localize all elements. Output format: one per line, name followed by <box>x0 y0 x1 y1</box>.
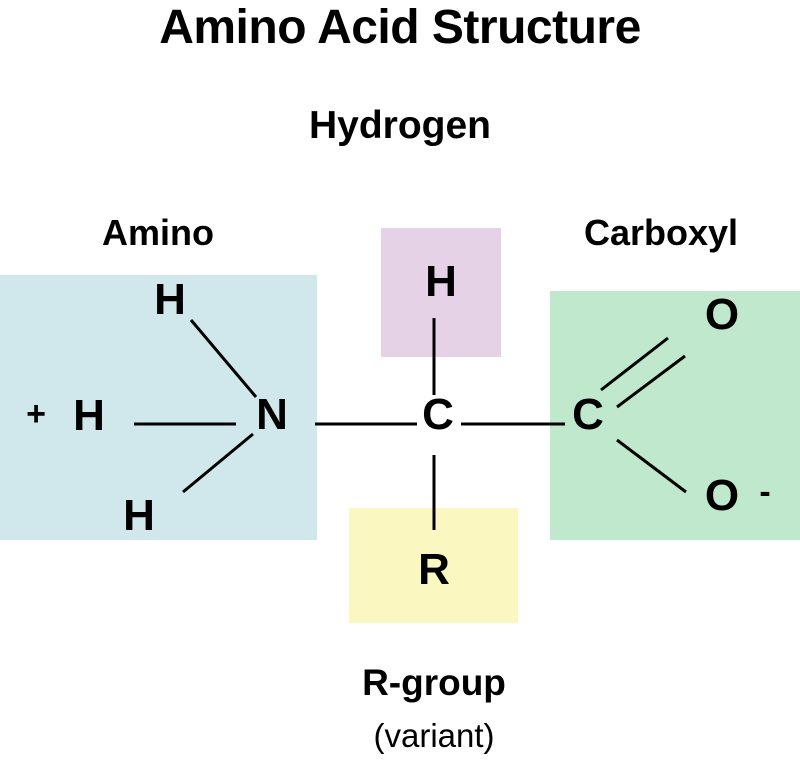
atom-label-hydrogen-alpha: H <box>425 257 457 306</box>
atom-label-nitrogen: N <box>256 390 288 439</box>
atom-label-carboxyl-carbon: C <box>572 390 604 439</box>
atom-label-hydrogen-amino-top: H <box>154 275 186 324</box>
atom-label-hydrogen-amino-bottom: H <box>123 491 155 540</box>
hydrogen-group-panel <box>381 228 501 357</box>
page-title: Amino Acid Structure <box>159 1 641 54</box>
r-group-label: R-group <box>362 662 506 703</box>
hydrogen-group-label: Hydrogen <box>308 104 491 147</box>
atom-label-hydrogen-amino-left: H <box>73 391 105 440</box>
atom-label-hydroxyl-oxygen: O <box>704 471 740 520</box>
carboxyl-group-panel <box>550 291 800 540</box>
atom-label-central-carbon: C <box>422 390 454 439</box>
amino-group-label: Amino <box>102 212 214 253</box>
r-group-variant-note: (variant) <box>373 717 495 754</box>
charge-sign-positive: + <box>26 395 46 433</box>
amino-group-panel <box>0 275 317 540</box>
carboxyl-group-label: Carboxyl <box>584 212 739 253</box>
atom-label-carbonyl-oxygen: O <box>704 290 740 339</box>
charge-sign-negative: - <box>759 473 771 511</box>
atom-label-r-group: R <box>418 545 450 594</box>
